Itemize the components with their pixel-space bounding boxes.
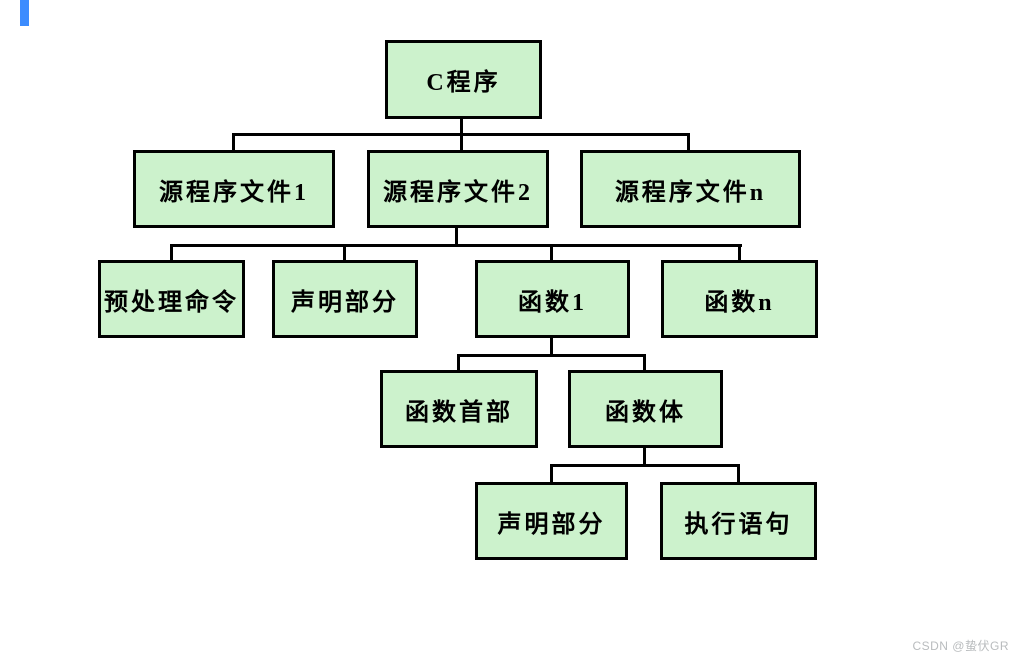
connector-l3-hline xyxy=(457,354,646,357)
node-function-1: 函数1 xyxy=(475,260,630,338)
connector-l1-drop-left xyxy=(232,133,235,151)
accent-bar xyxy=(20,0,29,26)
connector-l1-hline xyxy=(232,133,690,136)
node-source-file-1: 源程序文件1 xyxy=(133,150,335,228)
connector-l2-drop-1 xyxy=(170,244,173,261)
node-executable-statements: 执行语句 xyxy=(660,482,817,560)
connector-l4-drop-1 xyxy=(550,464,553,483)
connector-l3-drop-2 xyxy=(643,354,646,371)
node-source-file-n: 源程序文件n xyxy=(580,150,801,228)
connector-l4-stub xyxy=(643,447,646,467)
node-declaration-part-file: 声明部分 xyxy=(272,260,418,338)
connector-l1-drop-right xyxy=(687,133,690,151)
node-source-file-2: 源程序文件2 xyxy=(367,150,549,228)
node-function-body: 函数体 xyxy=(568,370,723,448)
node-c-program: C程序 xyxy=(385,40,542,119)
node-function-header: 函数首部 xyxy=(380,370,538,448)
node-preprocess-command: 预处理命令 xyxy=(98,260,245,338)
connector-l3-stub xyxy=(550,337,553,357)
connector-l4-hline xyxy=(550,464,740,467)
csdn-watermark: CSDN @蛰伏GR xyxy=(912,639,1009,653)
connector-l3-drop-1 xyxy=(457,354,460,371)
connector-l2-hline xyxy=(170,244,742,247)
connector-l2-drop-4 xyxy=(738,244,741,261)
connector-l4-drop-2 xyxy=(737,464,740,483)
node-function-n: 函数n xyxy=(661,260,818,338)
node-declaration-part-body: 声明部分 xyxy=(475,482,628,560)
connector-l2-drop-3 xyxy=(550,244,553,261)
connector-l2-stub xyxy=(455,227,458,247)
connector-l2-drop-2 xyxy=(343,244,346,261)
